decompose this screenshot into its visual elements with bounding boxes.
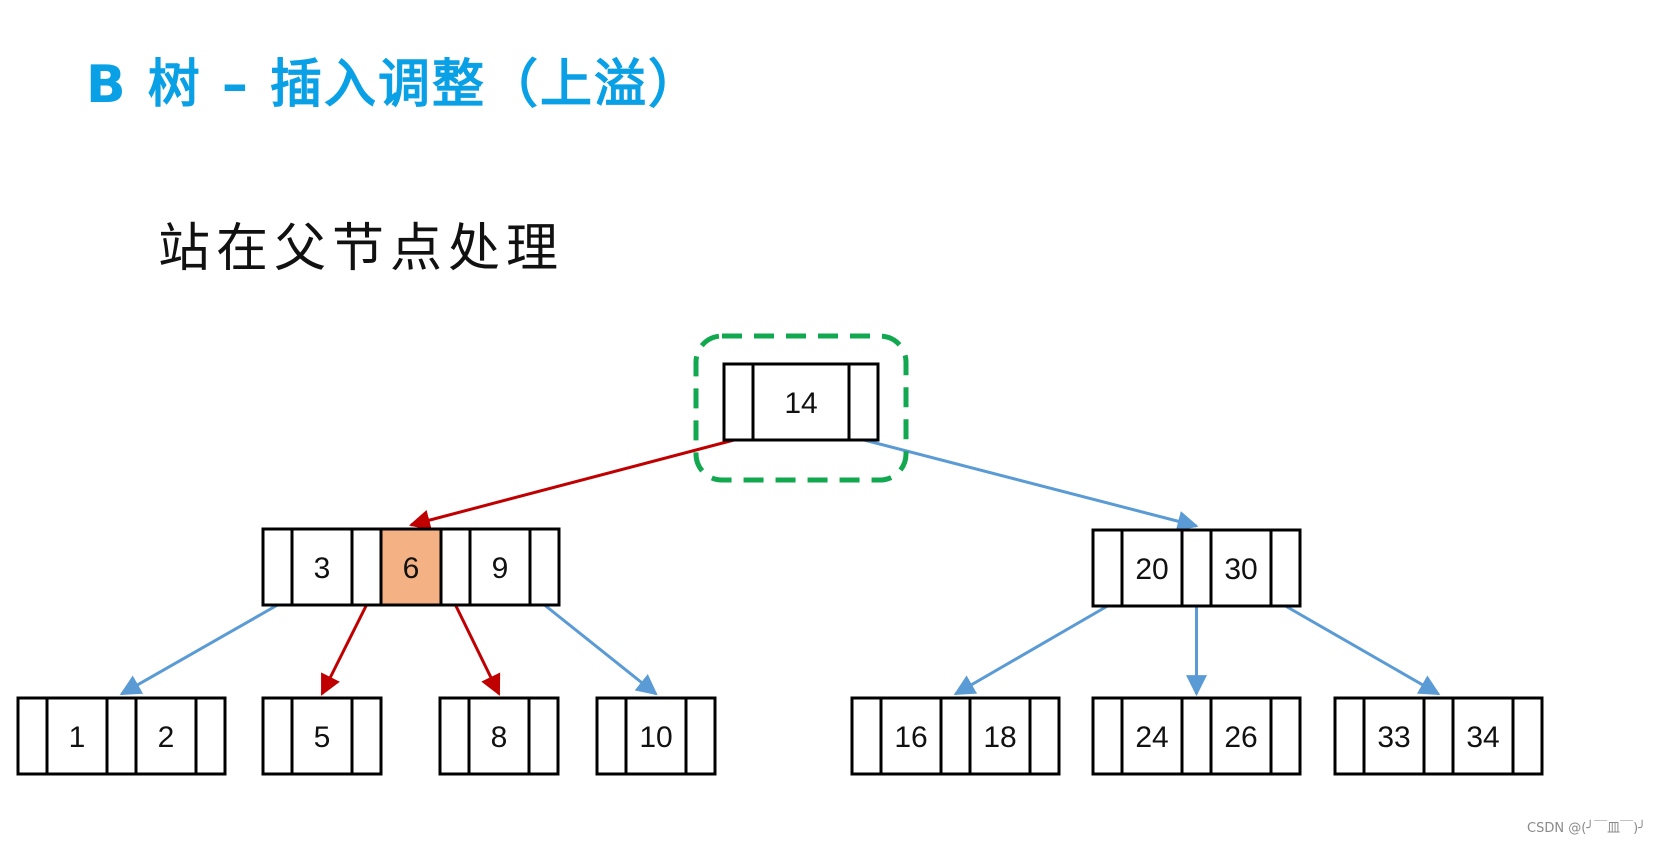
key-label: 33 <box>1377 721 1410 754</box>
key-cell <box>1120 696 1184 776</box>
node-leaf-10: 10 <box>595 696 717 776</box>
key-cell <box>1209 528 1273 608</box>
pointer-cell <box>939 696 972 776</box>
node-leaf-5: 5 <box>261 696 383 776</box>
key-label: 9 <box>492 552 509 585</box>
key-label: 26 <box>1224 721 1257 754</box>
edge-left-mid-to-leaf-8 <box>454 604 501 696</box>
pointer-cell <box>105 696 138 776</box>
key-cell <box>134 696 198 776</box>
pointer-cell <box>1180 528 1213 608</box>
pointer-cell <box>528 527 561 607</box>
pointer-cell <box>1333 696 1366 776</box>
key-cell <box>467 696 531 776</box>
node-leaf-24-26: 24 26 <box>1091 696 1302 776</box>
pointer-cell <box>350 527 383 607</box>
pointer-cell <box>438 696 471 776</box>
focus-layer <box>693 333 909 483</box>
key-cell <box>624 696 688 776</box>
edge-right-mid-to-leaf-16-18 <box>953 604 1109 696</box>
key-label: 8 <box>491 721 508 754</box>
pointer-cell <box>1269 696 1302 776</box>
key-cell <box>968 696 1032 776</box>
edge-right-mid-to-leaf-33-34 <box>1284 604 1441 696</box>
pointer-cell <box>684 696 717 776</box>
pointer-cell <box>1422 696 1455 776</box>
edge-root-to-right-mid <box>863 438 1199 532</box>
edge-left-mid-to-leaf-10 <box>543 603 658 696</box>
pointer-cell <box>847 362 880 442</box>
key-label: 14 <box>784 387 817 420</box>
pointer-cell <box>722 362 755 442</box>
key-label: 1 <box>69 721 86 754</box>
key-cell <box>751 362 851 442</box>
pointer-cell <box>194 696 227 776</box>
key-label: 2 <box>158 721 175 754</box>
key-cell <box>1362 696 1426 776</box>
pointer-cell <box>1269 528 1302 608</box>
pointer-cell <box>350 696 383 776</box>
edge-root-to-left-mid <box>408 438 735 531</box>
node-left-mid: 3 6 9 <box>261 527 561 607</box>
pointer-cell <box>1091 528 1124 608</box>
key-label: 6 <box>403 552 420 585</box>
key-cell <box>1209 696 1273 776</box>
key-label: 34 <box>1466 721 1499 754</box>
key-label: 10 <box>639 721 672 754</box>
key-label: 5 <box>314 721 331 754</box>
key-label: 20 <box>1135 553 1168 586</box>
pointer-cell <box>1180 696 1213 776</box>
pointer-cell <box>439 527 472 607</box>
edges-layer <box>119 438 1441 697</box>
key-label: 30 <box>1224 553 1257 586</box>
key-label: 18 <box>983 721 1016 754</box>
key-label: 3 <box>314 552 331 585</box>
key-cell <box>468 527 532 607</box>
pointer-cell <box>1091 696 1124 776</box>
highlighted-key-cell <box>379 527 443 607</box>
node-root: 14 <box>722 362 880 442</box>
pointer-cell <box>261 696 294 776</box>
pointer-cell <box>261 527 294 607</box>
subtitle: 站在父节点处理 <box>158 219 565 279</box>
node-leaf-33-34: 33 34 <box>1333 696 1544 776</box>
pointer-cell <box>1511 696 1544 776</box>
pointer-cell <box>595 696 628 776</box>
edge-left-mid-to-leaf-5 <box>320 604 368 696</box>
key-label: 24 <box>1135 721 1168 754</box>
watermark: CSDN @(╯￣皿￣)╯ <box>1527 821 1646 836</box>
pointer-cell <box>1028 696 1061 776</box>
key-label: 16 <box>894 721 927 754</box>
edge-left-mid-to-leaf-1-2 <box>119 603 279 696</box>
key-cell <box>879 696 943 776</box>
key-cell <box>1120 528 1184 608</box>
node-leaf-8: 8 <box>438 696 560 776</box>
pointer-cell <box>527 696 560 776</box>
pointer-cell <box>850 696 883 776</box>
focus-dashed-box <box>693 333 909 483</box>
pointer-cell <box>16 696 49 776</box>
slide-title: B 树 – 插入调整（上溢） <box>86 55 702 115</box>
